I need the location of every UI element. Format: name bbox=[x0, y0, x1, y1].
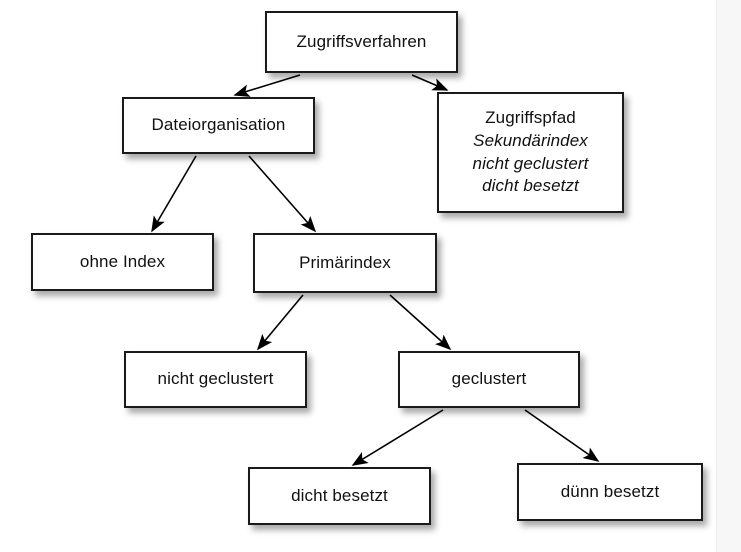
node-ohne-index[interactable]: ohne Index bbox=[31, 233, 214, 291]
edge-primaerindex-to-geclustert bbox=[389, 294, 452, 351]
page-right-margin-strip bbox=[716, 0, 741, 552]
node-nicht-geclustert[interactable]: nicht geclustert bbox=[124, 351, 307, 408]
node-label-line: Dateiorganisation bbox=[151, 115, 286, 135]
node-label-block: Zugriffsverfahren bbox=[267, 31, 456, 54]
edge-primaerindex-to-nicht-geclustert bbox=[256, 294, 304, 351]
node-geclustert[interactable]: geclustert bbox=[398, 351, 580, 408]
node-label-block: Dateiorganisation bbox=[124, 114, 313, 137]
edge-geclustert-to-duenn-besetzt bbox=[524, 409, 600, 462]
node-dateiorganisation[interactable]: Dateiorganisation bbox=[122, 97, 315, 154]
node-label-line: Zugriffsverfahren bbox=[296, 31, 427, 51]
node-label-line: nicht geclustert bbox=[472, 153, 589, 173]
node-label-block: dicht besetzt bbox=[250, 485, 429, 508]
edge-zugriffsverfahren-to-dateiorganisation bbox=[233, 74, 301, 97]
node-zugriffsverfahren[interactable]: Zugriffsverfahren bbox=[265, 11, 458, 73]
node-label-line: dicht besetzt bbox=[291, 485, 388, 505]
node-dicht-besetzt[interactable]: dicht besetzt bbox=[248, 467, 431, 525]
edge-dateiorganisation-to-ohne-index bbox=[151, 155, 197, 233]
node-label-line: Zugriffspfad bbox=[485, 108, 576, 128]
node-label-block: Primärindex bbox=[255, 252, 435, 275]
edge-zugriffsverfahren-to-zugriffspfad bbox=[411, 74, 449, 91]
node-label-line: geclustert bbox=[451, 369, 527, 389]
node-label-line: nicht geclustert bbox=[157, 369, 274, 389]
node-duenn-besetzt[interactable]: dünn besetzt bbox=[517, 463, 703, 521]
node-label-line: Sekundärindex bbox=[473, 130, 588, 150]
node-label-block: geclustert bbox=[400, 368, 578, 391]
node-label-line: dünn besetzt bbox=[560, 481, 660, 501]
node-label-line: Primärindex bbox=[299, 252, 391, 272]
node-label-line: dicht besetzt bbox=[482, 176, 579, 196]
node-label-line: ohne Index bbox=[79, 251, 166, 271]
edge-geclustert-to-dicht-besetzt bbox=[351, 409, 444, 466]
node-primaerindex[interactable]: Primärindex bbox=[253, 233, 437, 293]
node-label-block: nicht geclustert bbox=[126, 368, 305, 391]
edge-dateiorganisation-to-primaerindex bbox=[248, 155, 317, 233]
node-label-block: dünn besetzt bbox=[519, 481, 701, 504]
node-label-block: ohne Index bbox=[33, 251, 212, 274]
